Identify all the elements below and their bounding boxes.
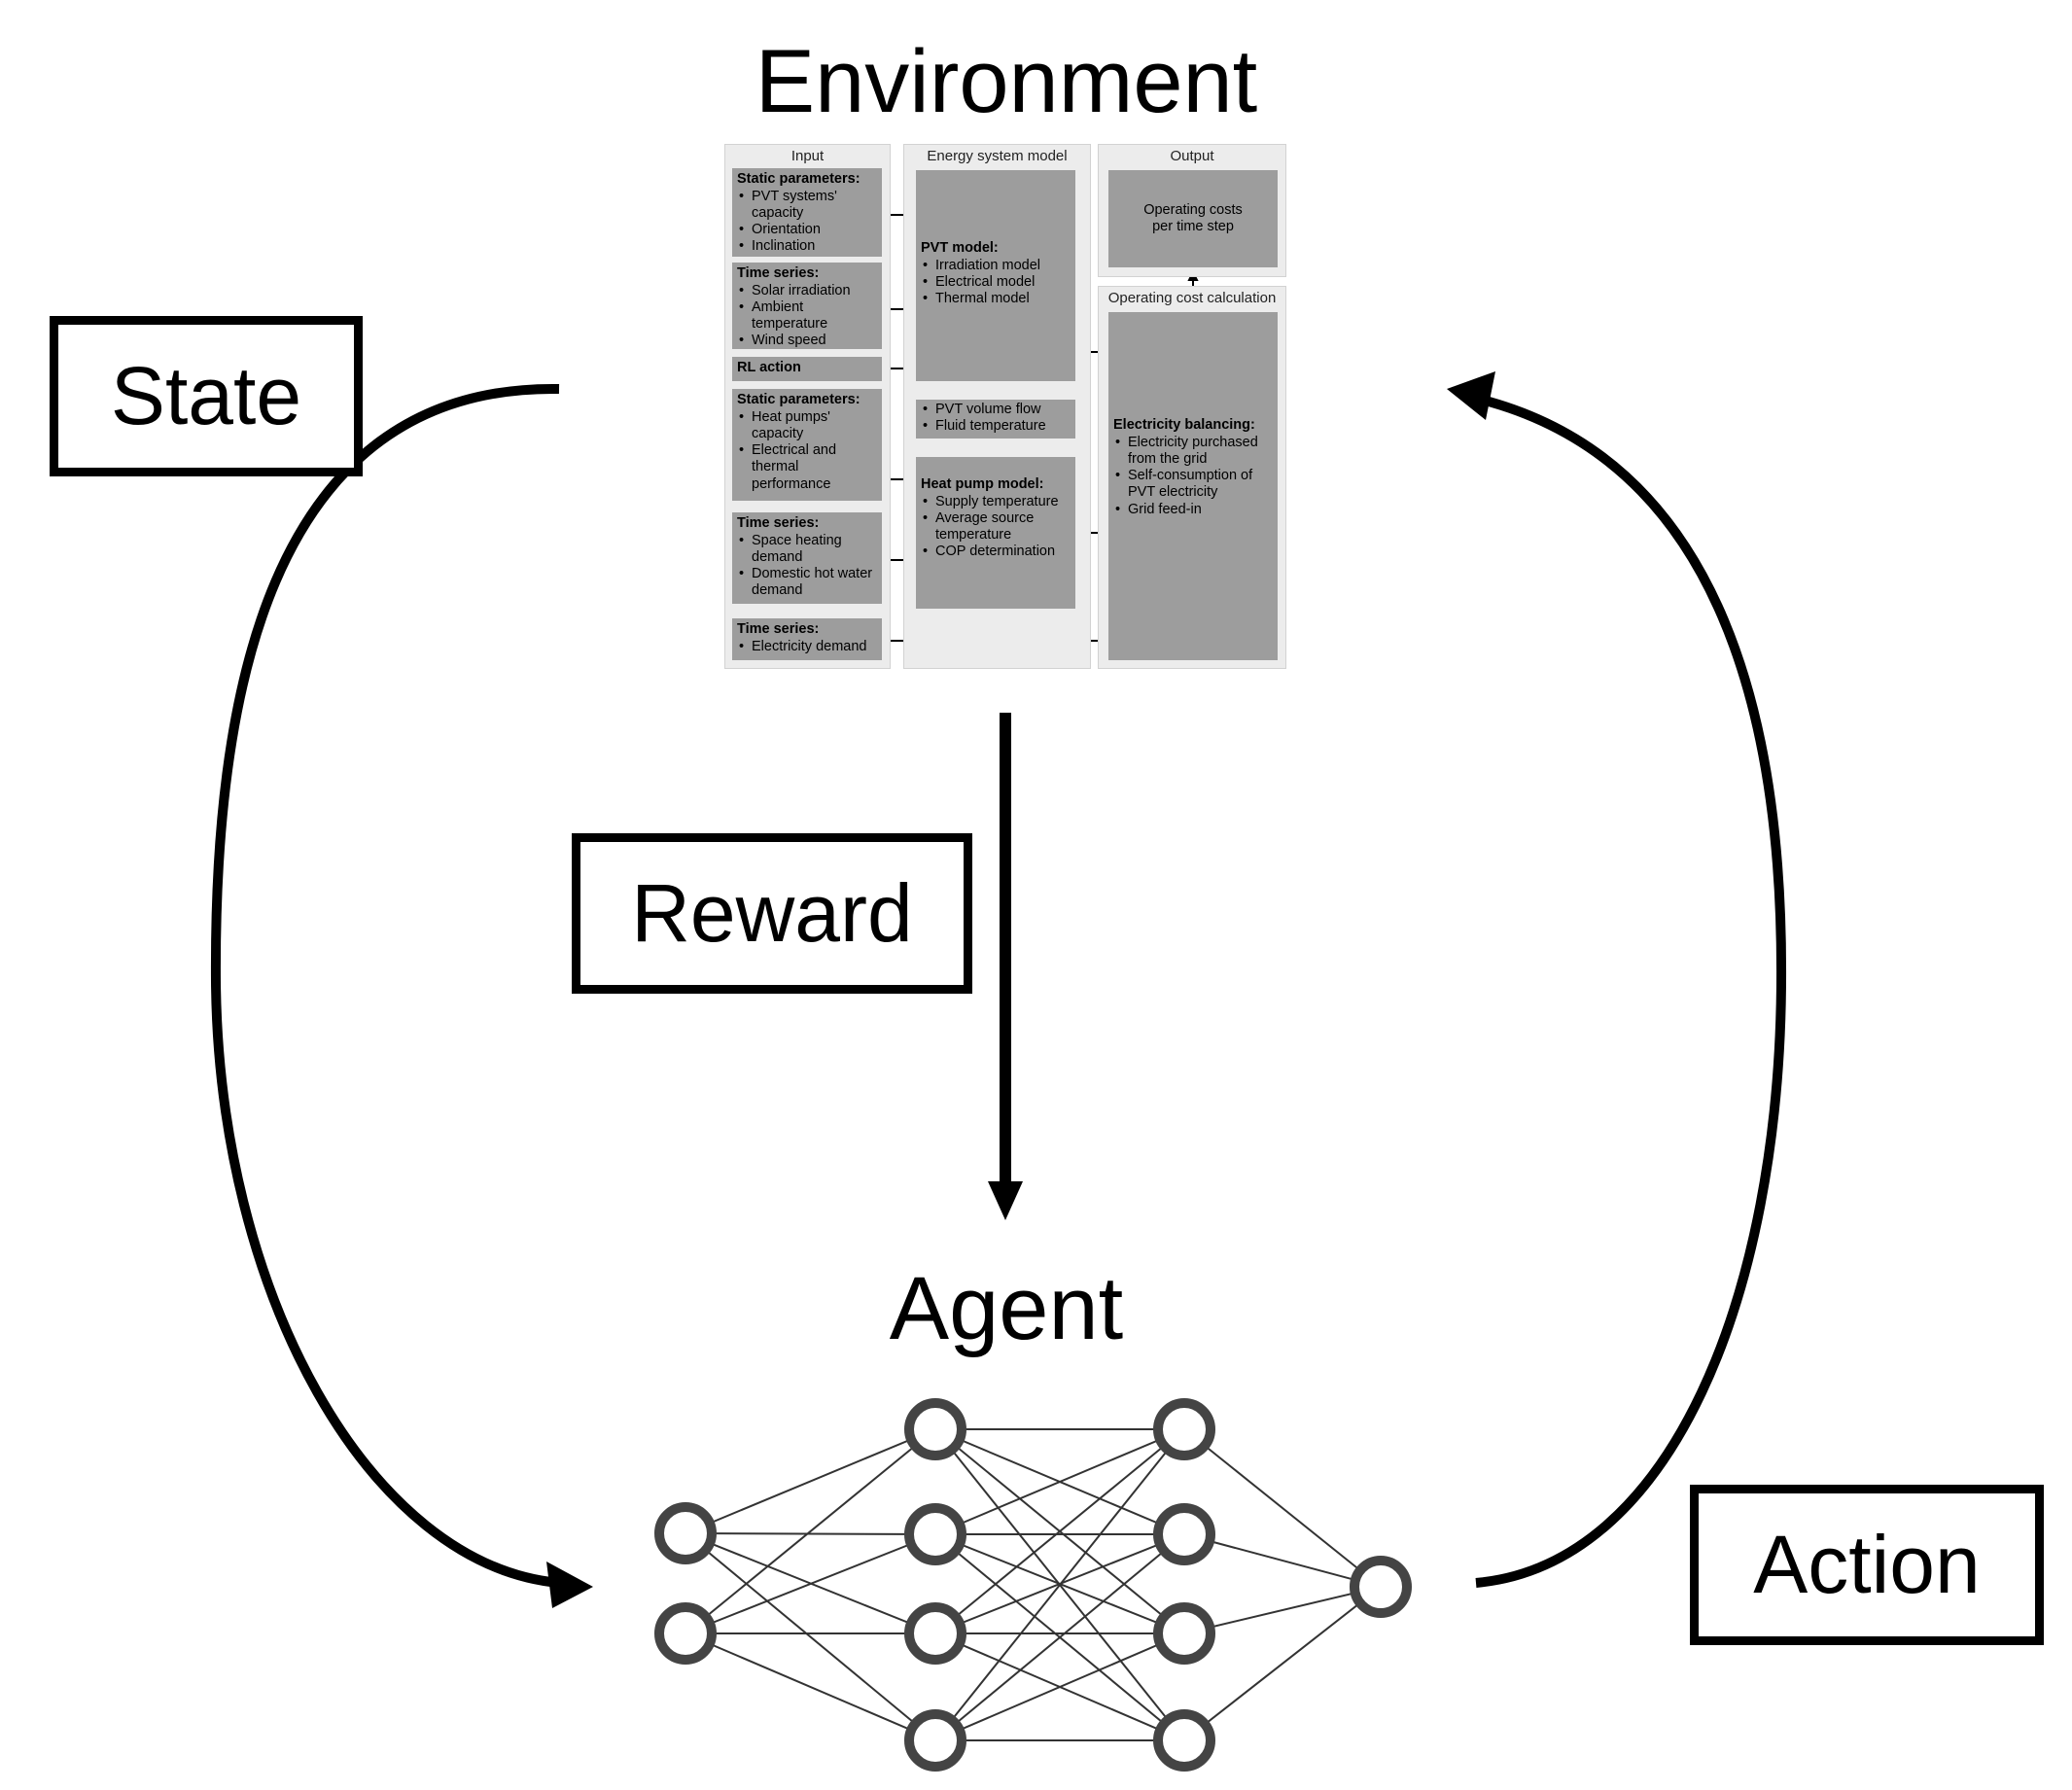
list-item: Electricity purchased from the grid bbox=[1115, 435, 1273, 468]
environment-model-panel: Input Static parameters: PVT systems' ca… bbox=[724, 144, 1286, 669]
operating-costs-text: Operating costs per time step bbox=[1143, 201, 1243, 234]
nn-node-layer-2 bbox=[904, 1709, 966, 1772]
action-label: Action bbox=[1753, 1519, 1981, 1610]
list-item: Average source temperature bbox=[923, 510, 1071, 544]
list-item: Electricity demand bbox=[739, 639, 877, 655]
list-item: Wind speed bbox=[739, 333, 877, 349]
list-item: Supply temperature bbox=[923, 494, 1071, 510]
action-arrowhead bbox=[1447, 371, 1495, 420]
state-label-box: State bbox=[50, 316, 363, 476]
nn-node-layer-2 bbox=[904, 1398, 966, 1460]
nn-connection bbox=[934, 1428, 1185, 1741]
list-item: Inclination bbox=[739, 238, 877, 255]
reward-arrowhead bbox=[988, 1181, 1023, 1220]
input-column-header: Input bbox=[790, 148, 825, 164]
operating-cost-calculation-column: Operating cost calculation Electricity b… bbox=[1098, 286, 1286, 669]
neural-network-edges bbox=[685, 1428, 1382, 1741]
nn-connection bbox=[934, 1533, 1185, 1741]
block-heading: Heat pump model: bbox=[921, 476, 1044, 492]
list-item: Thermal model bbox=[923, 291, 1071, 307]
environment-title: Environment bbox=[755, 32, 1258, 131]
list-item: PVT systems' capacity bbox=[739, 189, 877, 222]
action-label-box: Action bbox=[1690, 1485, 2044, 1645]
energy-system-model-column: Energy system model PVT model: Irradiati… bbox=[903, 144, 1091, 669]
pvt-model-block: PVT model: Irradiation model Electrical … bbox=[916, 170, 1075, 381]
input-column: Input Static parameters: PVT systems' ca… bbox=[724, 144, 891, 669]
output-column: Output Operating costs per time step bbox=[1098, 144, 1286, 277]
block-heading: Electricity balancing: bbox=[1113, 417, 1255, 433]
energy-system-model-header: Energy system model bbox=[927, 148, 1068, 164]
pvt-outputs-block: PVT volume flow Fluid temperature bbox=[916, 400, 1075, 439]
list-item: Fluid temperature bbox=[923, 418, 1071, 435]
nn-node-layer-2 bbox=[904, 1503, 966, 1565]
input-block-pvt-static: Static parameters: PVT systems' capacity… bbox=[732, 168, 882, 257]
input-block-weather-series: Time series: Solar irradiation Ambient t… bbox=[732, 263, 882, 349]
input-block-electricity-series: Time series: Electricity demand bbox=[732, 618, 882, 660]
list-item: Electrical and thermal performance bbox=[739, 442, 877, 492]
block-heading: Static parameters: bbox=[737, 171, 860, 187]
list-item: Domestic hot water demand bbox=[739, 566, 877, 599]
nn-node-layer-3 bbox=[1153, 1503, 1215, 1565]
state-arrowhead bbox=[546, 1562, 593, 1608]
list-item: Space heating demand bbox=[739, 533, 877, 566]
nn-node-layer-1 bbox=[654, 1602, 717, 1665]
nn-connection bbox=[934, 1632, 1185, 1741]
reward-label-box: Reward bbox=[572, 833, 972, 994]
operating-cost-calculation-header: Operating cost calculation bbox=[1107, 290, 1277, 306]
state-label: State bbox=[110, 350, 302, 441]
nn-connection bbox=[685, 1533, 936, 1634]
nn-connection bbox=[685, 1632, 936, 1741]
list-item: Grid feed-in bbox=[1115, 502, 1273, 518]
nn-connection bbox=[1183, 1586, 1382, 1741]
heat-pump-model-block: Heat pump model: Supply temperature Aver… bbox=[916, 457, 1075, 609]
nn-connection bbox=[1183, 1586, 1382, 1634]
nn-connection bbox=[934, 1428, 1185, 1634]
list-item: Self-consumption of PVT electricity bbox=[1115, 468, 1273, 501]
list-item: Orientation bbox=[739, 222, 877, 238]
action-arrow bbox=[1475, 394, 1787, 1588]
nn-connection bbox=[685, 1428, 936, 1534]
neural-network-nodes bbox=[654, 1398, 1412, 1772]
list-item: Electrical model bbox=[923, 274, 1071, 291]
block-heading: RL action bbox=[737, 360, 801, 375]
nn-node-layer-1 bbox=[654, 1502, 717, 1564]
input-block-heatpump-static: Static parameters: Heat pumps' capacity … bbox=[732, 389, 882, 501]
nn-connection bbox=[934, 1428, 1185, 1535]
state-arrow bbox=[210, 383, 560, 1588]
list-item: Heat pumps' capacity bbox=[739, 409, 877, 442]
list-item: Solar irradiation bbox=[739, 283, 877, 299]
block-heading: Time series: bbox=[737, 621, 820, 637]
nn-connection bbox=[685, 1532, 936, 1741]
input-block-heat-demand-series: Time series: Space heating demand Domest… bbox=[732, 512, 882, 604]
electricity-balancing-block: Electricity balancing: Electricity purch… bbox=[1108, 312, 1278, 660]
list-item: COP determination bbox=[923, 544, 1071, 560]
nn-node-layer-3 bbox=[1153, 1709, 1215, 1772]
list-item: Irradiation model bbox=[923, 258, 1071, 274]
list-item: Ambient temperature bbox=[739, 299, 877, 333]
nn-node-layer-4 bbox=[1350, 1556, 1412, 1618]
block-heading: Static parameters: bbox=[737, 392, 860, 407]
block-heading: PVT model: bbox=[921, 240, 999, 256]
nn-connection bbox=[1183, 1533, 1382, 1588]
agent-title: Agent bbox=[889, 1259, 1124, 1358]
nn-node-layer-3 bbox=[1153, 1602, 1215, 1665]
nn-connection bbox=[685, 1532, 936, 1535]
reward-label: Reward bbox=[631, 867, 913, 959]
nn-node-layer-2 bbox=[904, 1602, 966, 1665]
nn-connection bbox=[1183, 1428, 1382, 1588]
block-heading: Time series: bbox=[737, 265, 820, 281]
nn-node-layer-3 bbox=[1153, 1398, 1215, 1460]
nn-connection bbox=[685, 1428, 936, 1634]
block-heading: Time series: bbox=[737, 515, 820, 531]
input-block-rl-action: RL action bbox=[732, 357, 882, 381]
operating-costs-block: Operating costs per time step bbox=[1108, 170, 1278, 267]
output-column-header: Output bbox=[1170, 148, 1214, 164]
list-item: PVT volume flow bbox=[923, 402, 1071, 418]
